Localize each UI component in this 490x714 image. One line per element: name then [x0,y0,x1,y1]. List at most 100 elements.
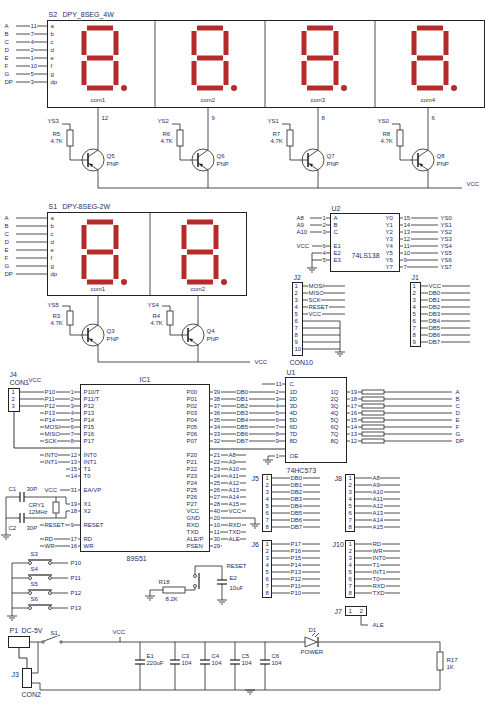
net-label: TXD [372,590,385,596]
ground-symbol [245,690,255,691]
net-label: S5 [30,581,38,587]
net-label: 2 [265,548,269,554]
part-label: DC-5V [21,627,43,634]
net-label: POWER [300,649,324,655]
net-label: RESET [44,522,65,528]
net-label: R8 [382,131,391,137]
part-label: J10 [332,541,344,548]
net-label: C [455,403,460,409]
wire [265,664,266,690]
net-label: 38 [213,396,221,402]
net-label: 1 [70,389,74,395]
net-label: 8 [265,524,269,530]
display-segment [187,250,213,255]
net-label: A8 [228,452,236,458]
part-label: IC1 [139,376,151,383]
net-label: 4 [412,304,416,310]
net-label: a [50,23,54,29]
net-label: PNP [206,336,219,342]
net-label: 8 [412,332,416,338]
net-label: 3 [294,297,298,303]
decimal-point [341,85,347,91]
net-label: P13 [83,410,95,416]
net-label: 1 [265,541,269,547]
net-label: YS7 [440,264,452,270]
net-label: P10 [290,590,302,596]
ground-symbol [267,464,269,465]
net-label: Q6 [216,153,225,159]
net-label: 1Q [330,389,339,395]
wire [16,226,47,227]
display-segment [197,56,223,61]
emitter-arrow [89,164,93,168]
net-label: 22 [213,459,221,465]
net-label: 3 [30,79,34,85]
wire [62,642,305,643]
net-label: DB2 [428,304,441,310]
net-label: P17 [290,541,302,547]
net-label: 33 [213,431,221,437]
display-segment [224,61,229,85]
net-label: 32 [213,438,221,444]
wire [384,413,452,414]
emitter-arrow [419,164,423,168]
display-segment [214,225,219,249]
net-label: P07 [186,438,198,444]
net-label: 6 [412,318,416,324]
wire [56,497,57,502]
net-label: P14 [290,562,302,568]
part-label: S1 [48,203,58,210]
net-label: Q7 [326,153,335,159]
display-segment [87,220,113,225]
bus-wire [14,412,80,448]
net-label: b [50,31,54,37]
wire [198,296,199,325]
ground-symbol [1,535,11,536]
display-module: S2DPY_8SEG_4W [47,20,485,108]
display-module: S1DPY-8SEG-2W [47,212,247,296]
display-segment [302,61,307,85]
wire [16,274,47,275]
net-label: P21 [186,459,198,465]
net-label: 35 [213,417,221,423]
wire [52,593,68,594]
digit-divider [155,20,156,108]
net-label: 4 [30,39,34,45]
wire [440,670,441,690]
net-label: b [50,223,54,229]
wire [198,345,199,362]
net-label: DP [4,79,13,85]
net-label: 2 [322,222,326,228]
crystal-symbol [53,502,59,513]
net-label: P15 [83,424,95,430]
net-label: 13 [70,459,78,465]
ground-symbol [307,268,317,269]
wire [6,497,7,535]
net-label: A15 [372,524,384,530]
net-label: TXD [228,529,241,535]
net-label: Y4 [385,243,393,249]
net-label: RESET [226,563,247,569]
net-label: F [4,255,9,261]
net-label: P06 [186,431,198,437]
led-symbol [305,637,317,647]
wire [303,335,340,336]
net-label: 16 [70,543,78,549]
net-label: P05 [186,424,198,430]
net-label: TXD [186,529,199,535]
ground-symbol [311,272,313,273]
net-label: 4 [322,250,326,256]
net-label: 12MHz [28,509,48,515]
part-label: 74HC573 [286,467,317,474]
display-segment [417,86,443,91]
wire [16,218,47,219]
part-label: J1 [411,274,419,281]
net-label: DB6 [290,517,303,523]
net-label: P14 [44,417,56,423]
transistor-base [87,328,89,342]
wire [418,163,428,170]
resistor-symbol [67,311,73,325]
net-label: 31 [70,487,78,493]
wire [140,642,141,660]
